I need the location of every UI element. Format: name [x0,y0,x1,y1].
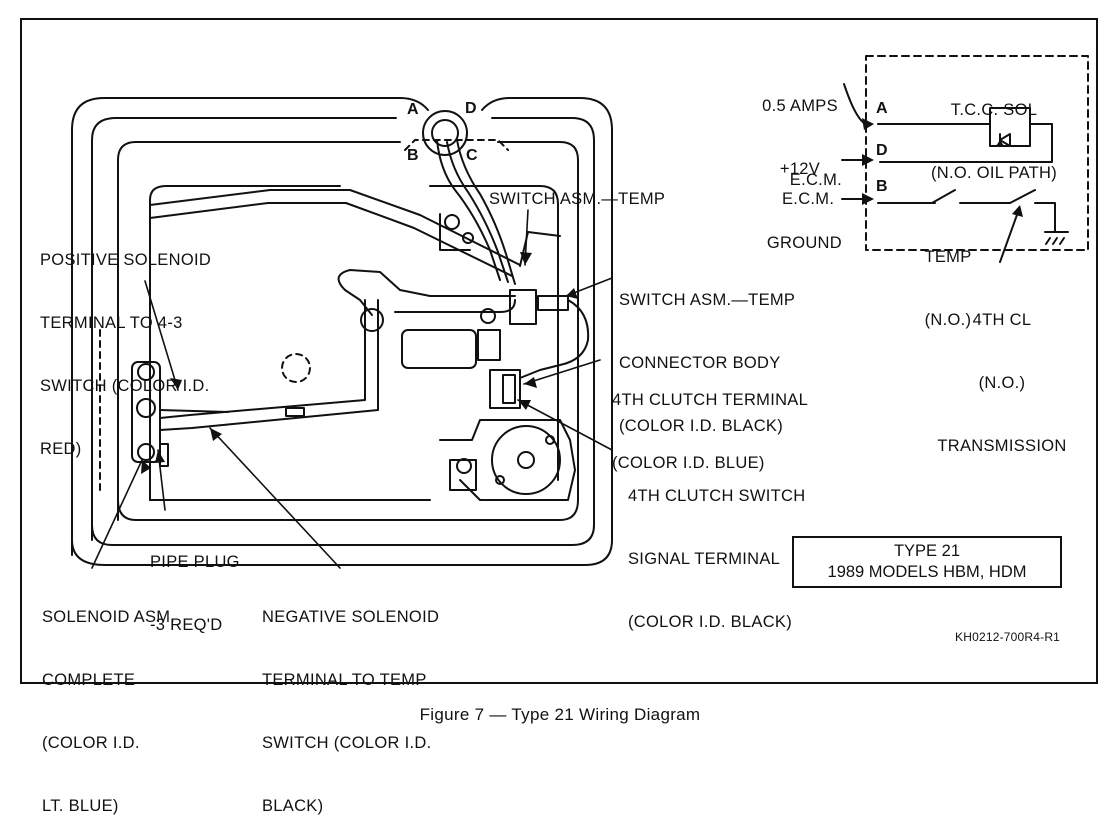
positive-solenoid-line-3: SWITCH (COLOR I.D. [40,377,210,395]
fourth-clutch-switch-callout: 4TH CLUTCH SWITCH SIGNAL TERMINAL (COLOR… [628,444,805,654]
governor-housing [439,419,576,501]
valve-body-parts [360,213,521,491]
type-box-line-1: TYPE 21 [893,542,961,560]
tcc-sol-line-1: T.C.C. SOL [950,101,1038,119]
switch-temp-connector-line-2: CONNECTOR BODY [619,354,781,372]
ecm-ground-line-1: E.C.M. [789,171,842,189]
negative-solenoid-line-3: SWITCH (COLOR I.D. [262,734,432,752]
supply-label: 0.5 AMPS +12V [748,54,852,201]
fourth-cl-line-3: TRANSMISSION [937,437,1067,455]
tcc-sol-label: T.C.C. SOL (N.O. OIL PATH) [908,58,1080,205]
schematic-arrows [862,118,1023,217]
case-connector [422,110,516,285]
positive-solenoid-line-2: TERMINAL TO 4-3 [40,314,183,332]
ecm-ground-label: E.C.M. GROUND [752,128,842,275]
fourth-cl-line-1: 4TH CL [972,311,1032,329]
fourth-clutch-switch-line-2: SIGNAL TERMINAL [628,550,781,568]
arrowheads [141,252,578,474]
connector-pin-a: A [407,101,419,118]
solenoid-asm-line-3: (COLOR I.D. [42,734,140,752]
positive-solenoid-line-4: RED) [40,440,82,458]
pipe-plug-line-1: PIPE PLUG [150,553,240,571]
fourth-clutch-terminal-callout: 4TH CLUTCH TERMINAL (COLOR I.D. BLUE) [612,348,808,495]
temp-switch-body [509,231,590,379]
schematic-pin-d: D [876,142,888,159]
tcc-sol-line-2: (N.O. OIL PATH) [930,164,1058,182]
fourth-cl-line-2: (N.O.) [978,374,1026,392]
switch-temp-callout: SWITCH ASM.—TEMP [489,190,666,208]
switch-temp-connector-line-1: SWITCH ASM.—TEMP [619,291,796,309]
connector-pin-c: C [466,147,478,164]
type-box: TYPE 21 1989 MODELS HBM, HDM [792,536,1062,588]
temp-switch-line-1: TEMP [924,248,972,266]
fourth-clutch-switch-line-3: (COLOR I.D. BLACK) [628,613,793,631]
pipe-plug-line-2: -3 REQ'D [150,616,223,634]
solenoid-asm-callout: SOLENOID ASM. COMPLETE (COLOR I.D. LT. B… [42,565,175,838]
part-code: KH0212-700R4-R1 [955,630,1061,644]
transmission-case-outline [71,97,613,566]
connector-pin-d: D [465,100,477,117]
positive-solenoid-line-1: POSITIVE SOLENOID [40,251,212,269]
valve-body-outline [117,141,579,521]
fourth-cl-label: 4TH CL (N.O.) TRANSMISSION [912,268,1092,478]
solenoid-assembly [131,361,305,467]
connector-pin-b: B [407,147,419,164]
fourth-clutch-terminal-line-1: 4TH CLUTCH TERMINAL [612,391,809,409]
negative-solenoid-line-4: BLACK) [262,797,324,815]
type-box-line-2: 1989 MODELS HBM, HDM [827,563,1027,581]
schematic-pin-a: A [876,100,888,117]
switch-temp-connector-line-3: (COLOR I.D. BLACK) [619,417,784,435]
supply-voltage: +12V [779,160,821,178]
switch-temp-connector-callout: SWITCH ASM.—TEMP CONNECTOR BODY (COLOR I… [619,248,795,458]
supply-amps: 0.5 AMPS [762,97,838,115]
solenoid-asm-line-4: LT. BLUE) [42,797,119,815]
ecm-ground-line-2: GROUND [766,234,842,252]
ecm-label: E.C.M. [782,190,835,208]
solenoid-asm-line-2: COMPLETE [42,671,136,689]
fourth-clutch-switch-line-1: 4TH CLUTCH SWITCH [628,487,806,505]
negative-solenoid-line-1: NEGATIVE SOLENOID [262,608,440,626]
solenoid-tubes [149,189,521,431]
fourth-clutch-terminal-line-2: (COLOR I.D. BLUE) [612,454,765,472]
negative-solenoid-callout: NEGATIVE SOLENOID TERMINAL TO TEMP SWITC… [262,565,439,838]
pipe-plug-callout: PIPE PLUG -3 REQ'D [150,510,240,657]
diagram-frame [20,18,1098,684]
schematic-pin-b: B [876,178,888,195]
solenoid-asm-line-1: SOLENOID ASM. [42,608,176,626]
temp-switch-line-2: (N.O.) [924,311,972,329]
figure-caption: Figure 7 — Type 21 Wiring Diagram [419,705,701,724]
wiring-diagram [71,55,1089,569]
temp-switch-label: TEMP (N.O.) [912,205,984,352]
positive-solenoid-callout: POSITIVE SOLENOID TERMINAL TO 4-3 SWITCH… [40,208,211,481]
negative-solenoid-line-2: TERMINAL TO TEMP [262,671,427,689]
